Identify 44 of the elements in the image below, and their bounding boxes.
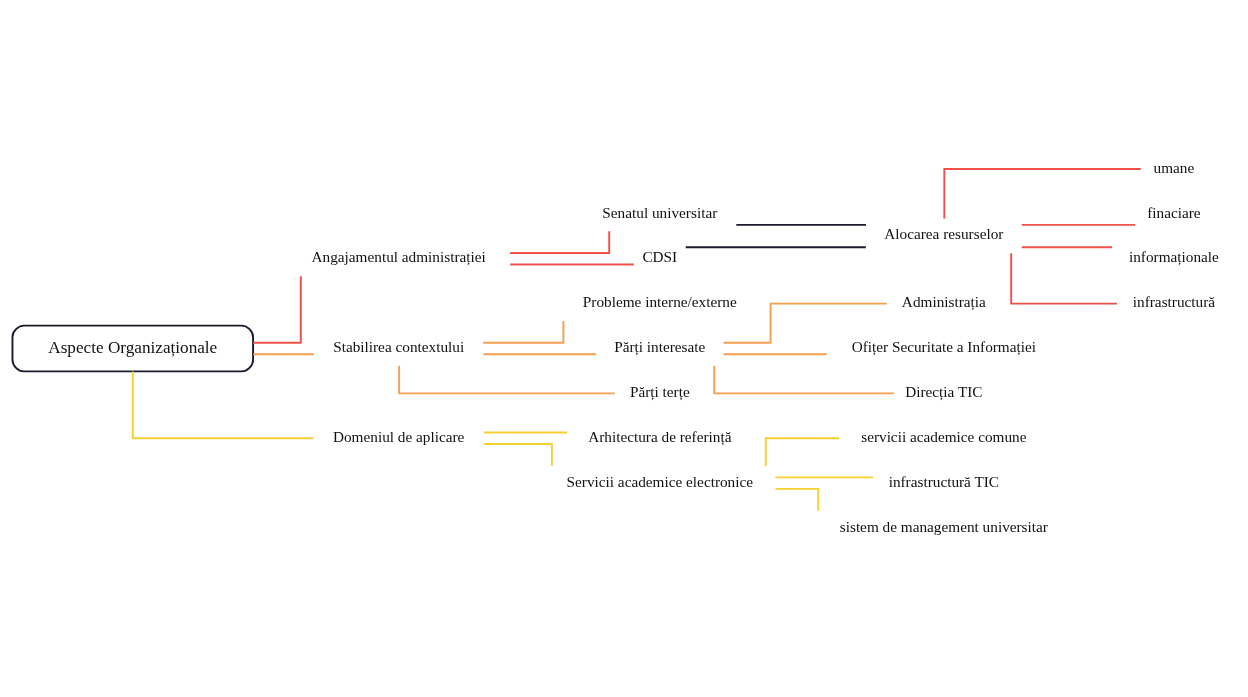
node-text: umane xyxy=(1153,158,1195,176)
connector xyxy=(722,302,888,344)
connector xyxy=(252,275,302,344)
connector xyxy=(722,353,828,356)
connector xyxy=(774,487,820,512)
node-text: Părți terțe xyxy=(629,383,690,400)
node-text: Ofițer Securitate a Informației xyxy=(851,338,1037,356)
node-text: infrastructură xyxy=(1132,293,1216,311)
node-text: CDSI xyxy=(642,248,678,266)
node-text: Administrația xyxy=(901,293,986,311)
connector xyxy=(509,263,635,266)
node-text: Stabilirea contextului xyxy=(333,338,465,356)
connector xyxy=(482,443,553,467)
connector xyxy=(684,246,867,249)
connector xyxy=(713,364,895,395)
connector xyxy=(1020,246,1114,249)
node-text: Direcția TIC xyxy=(905,383,983,400)
node-text: Alocarea resurselor xyxy=(884,225,1004,243)
node-text: servicii academice comune xyxy=(861,427,1027,445)
connector xyxy=(252,353,315,356)
node-text: Arhitectura de referință xyxy=(588,427,732,445)
connector xyxy=(398,364,616,395)
connector xyxy=(482,431,569,434)
connector xyxy=(1020,223,1137,226)
connector xyxy=(764,437,841,467)
node-text: Domeniul de aplicare xyxy=(332,427,465,445)
node-text: sistem de management universitar xyxy=(839,517,1048,535)
node-text: Părți interesate xyxy=(614,338,706,356)
node-text: finaciare xyxy=(1147,203,1201,221)
node-text: Senatul universitar xyxy=(602,203,718,221)
connector xyxy=(943,168,1142,220)
connector xyxy=(482,353,598,356)
node-box: Aspecte Organizaționale xyxy=(11,324,255,373)
connector xyxy=(1010,252,1118,305)
connector xyxy=(482,319,565,344)
connector xyxy=(131,370,315,440)
node-text: Probleme interne/externe xyxy=(582,293,737,311)
connector xyxy=(509,230,611,254)
node-text: Servicii academice electronice xyxy=(566,472,754,490)
connector xyxy=(774,476,874,479)
node-text: Angajamentul administrației xyxy=(311,248,486,266)
node-text: informaționale xyxy=(1129,248,1219,266)
connector xyxy=(735,223,867,226)
node-text: infrastructură TIC xyxy=(888,472,1000,490)
